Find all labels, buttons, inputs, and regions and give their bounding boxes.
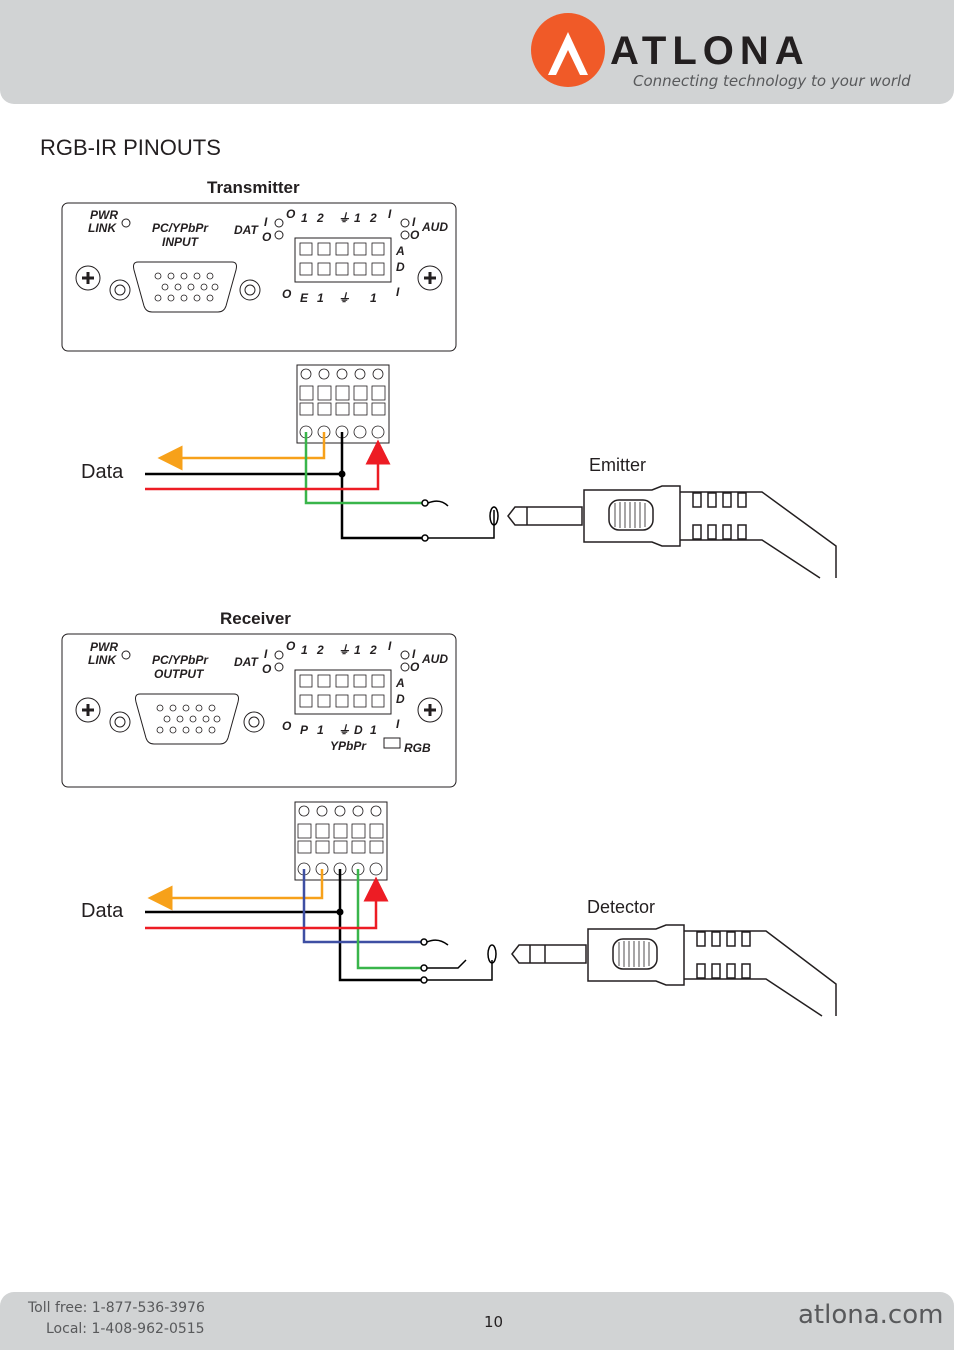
svg-text:LINK: LINK — [88, 653, 117, 667]
svg-text:INPUT: INPUT — [162, 235, 200, 249]
svg-text:YPbPr: YPbPr — [330, 739, 367, 753]
emitter-plug — [507, 485, 837, 579]
svg-text:1: 1 — [317, 723, 324, 737]
svg-text:PWR: PWR — [90, 640, 118, 654]
page-title: RGB-IR PINOUTS — [40, 135, 221, 160]
svg-text:ATLONA: ATLONA — [610, 29, 810, 73]
svg-text:⏚: ⏚ — [338, 211, 350, 225]
svg-text:O: O — [286, 639, 296, 653]
svg-text:I: I — [396, 285, 400, 299]
screw-icon — [417, 697, 443, 723]
page-footer — [0, 1292, 954, 1350]
svg-text:I: I — [396, 717, 400, 731]
svg-text:O: O — [262, 662, 272, 676]
screw-icon — [75, 697, 101, 723]
svg-text:DAT: DAT — [234, 655, 259, 669]
transmitter-data-label: Data — [81, 461, 124, 483]
svg-text:DAT: DAT — [234, 223, 259, 237]
website-link[interactable]: atlona.com — [798, 1300, 944, 1330]
svg-text:⏚: ⏚ — [338, 643, 350, 657]
detector-plug — [511, 924, 837, 1017]
svg-text:AUD: AUD — [421, 652, 448, 666]
svg-text:2: 2 — [369, 643, 377, 657]
transmitter-title: Transmitter — [207, 178, 300, 197]
svg-text:I: I — [412, 215, 416, 229]
svg-text:PC/YPbPr: PC/YPbPr — [152, 653, 209, 667]
svg-text:D: D — [396, 260, 405, 274]
toll-free-number: Toll free: 1-877-536-3976 — [28, 1300, 205, 1316]
svg-text:I: I — [264, 647, 268, 661]
svg-text:⏚: ⏚ — [338, 723, 350, 737]
svg-text:E: E — [300, 291, 309, 305]
svg-text:2: 2 — [316, 643, 324, 657]
svg-text:A: A — [395, 676, 405, 690]
receiver-plug-connector — [294, 801, 388, 881]
svg-text:O: O — [282, 719, 292, 733]
svg-text:1: 1 — [317, 291, 324, 305]
emitter-label: Emitter — [589, 455, 647, 475]
transmitter-wiring — [145, 432, 499, 542]
local-number: Local: 1-408-962-0515 — [46, 1321, 205, 1337]
svg-text:PC/YPbPr: PC/YPbPr — [152, 221, 209, 235]
svg-text:O: O — [410, 660, 420, 674]
receiver-data-label: Data — [81, 900, 124, 922]
svg-text:D: D — [396, 692, 405, 706]
receiver-title: Receiver — [220, 609, 291, 628]
svg-text:O: O — [410, 228, 420, 242]
svg-text:1: 1 — [301, 643, 308, 657]
svg-text:I: I — [388, 207, 392, 221]
svg-text:1: 1 — [370, 723, 377, 737]
svg-text:1: 1 — [354, 211, 361, 225]
svg-text:O: O — [262, 230, 272, 244]
terminal-block — [294, 669, 392, 715]
svg-text:I: I — [264, 215, 268, 229]
detector-label: Detector — [587, 897, 656, 917]
svg-text:AUD: AUD — [421, 220, 448, 234]
vga-port — [135, 693, 239, 745]
page-header — [0, 0, 954, 104]
svg-text:2: 2 — [369, 211, 377, 225]
svg-text:I: I — [412, 647, 416, 661]
svg-text:A: A — [395, 244, 405, 258]
svg-text:D: D — [354, 723, 363, 737]
transmitter-plug-connector — [296, 364, 390, 444]
receiver-wiring — [145, 869, 497, 984]
svg-text:1: 1 — [370, 291, 377, 305]
vga-port — [133, 261, 237, 313]
terminal-block — [294, 237, 392, 283]
svg-text:1: 1 — [354, 643, 361, 657]
page-number: 10 — [484, 1313, 504, 1331]
svg-text:1: 1 — [301, 211, 308, 225]
screw-icon — [75, 265, 101, 291]
svg-text:LINK: LINK — [88, 221, 117, 235]
svg-text:I: I — [388, 639, 392, 653]
svg-text:OUTPUT: OUTPUT — [154, 667, 205, 681]
screw-icon — [417, 265, 443, 291]
mode-switch[interactable] — [383, 737, 401, 749]
svg-text:2: 2 — [316, 211, 324, 225]
header-tagline: Connecting technology to your world — [633, 72, 911, 90]
svg-text:P: P — [300, 723, 309, 737]
svg-text:RGB: RGB — [404, 741, 431, 755]
svg-text:O: O — [286, 207, 296, 221]
svg-text:PWR: PWR — [90, 208, 118, 222]
svg-text:⏚: ⏚ — [338, 291, 350, 305]
atlona-logo: ATLONA — [531, 13, 810, 87]
svg-text:O: O — [282, 287, 292, 301]
